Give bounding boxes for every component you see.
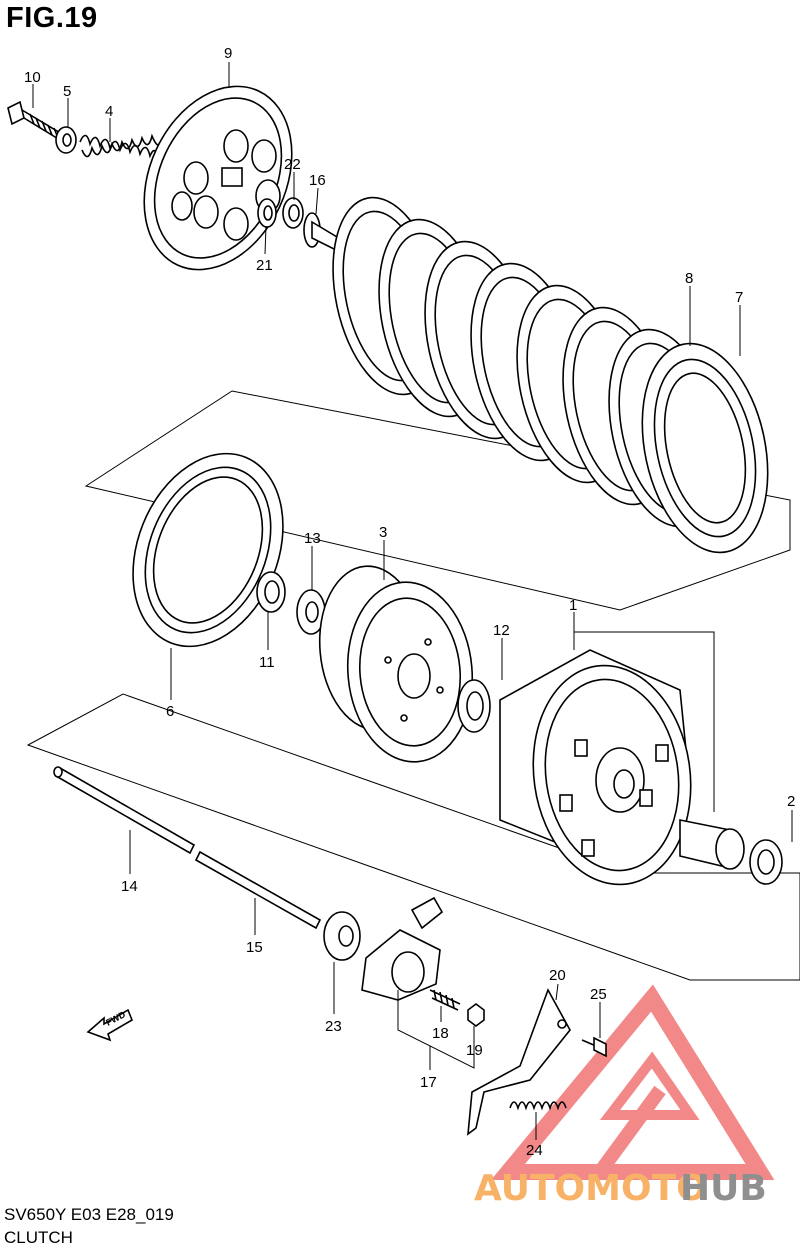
part-24-spring [509, 1101, 567, 1111]
callout-11: 11 [259, 654, 275, 671]
callout-3: 3 [379, 524, 387, 541]
part-6-plate [132, 452, 284, 648]
part-15-push-rod [194, 850, 322, 930]
callout-22: 22 [284, 156, 301, 173]
watermark-text-hub: HUB [680, 1168, 767, 1209]
part-2-washer [749, 839, 783, 885]
leader-lines [32, 62, 793, 1140]
callout-13: 13 [304, 530, 321, 547]
callout-labels: 10 5 4 9 22 16 21 8 7 13 3 11 6 12 1 2 1… [24, 45, 795, 1159]
clutch-plate-stack [332, 196, 769, 554]
callout-9: 9 [224, 45, 232, 62]
callout-12: 12 [493, 622, 510, 639]
part-23-oil-seal [323, 911, 361, 961]
part-14-push-rod [53, 766, 196, 855]
part-12-washer [457, 679, 491, 733]
callout-8: 8 [685, 270, 693, 287]
callout-21: 21 [256, 257, 273, 274]
part-19-nut [467, 1003, 485, 1027]
part-21-washer [257, 198, 277, 228]
callout-25: 25 [590, 986, 607, 1003]
watermark-text-automoto: AUTOMOTO [474, 1168, 707, 1209]
part-1-clutch-basket [499, 649, 692, 886]
callout-5: 5 [63, 83, 71, 100]
part-18-screw [429, 989, 461, 1011]
callout-20: 20 [549, 967, 566, 984]
plates-group-outline [84, 390, 791, 611]
figure-title: FIG.19 [6, 2, 98, 34]
part-3-clutch-hub [318, 565, 474, 763]
part-4-spring [79, 133, 161, 165]
callout-6: 6 [166, 703, 174, 720]
section-name: CLUTCH [4, 1228, 73, 1247]
callout-16: 16 [309, 172, 326, 189]
callout-19: 19 [466, 1042, 483, 1059]
part-1-sleeve [679, 819, 745, 870]
callout-18: 18 [432, 1025, 449, 1042]
part-22-bearing [282, 197, 304, 229]
basket-group-outline [26, 693, 800, 981]
callout-4: 4 [105, 103, 113, 120]
callout-7: 7 [735, 289, 743, 306]
part-9-pressure-plate [143, 85, 293, 271]
part-17-release-cam [361, 896, 444, 1001]
callout-14: 14 [121, 878, 138, 895]
callout-23: 23 [325, 1018, 342, 1035]
part-11-nut [256, 571, 286, 613]
part-5-washer [55, 126, 77, 154]
callout-1: 1 [569, 597, 577, 614]
callout-10: 10 [24, 69, 41, 86]
part-10-bolt [7, 100, 63, 141]
callout-24: 24 [526, 1142, 543, 1159]
part-20-bracket [467, 988, 571, 1136]
part-25-bolt [581, 1036, 607, 1058]
callout-2: 2 [787, 793, 795, 810]
callout-15: 15 [246, 939, 263, 956]
fwd-arrow: FWD [86, 1008, 133, 1042]
model-code: SV650Y E03 E28_019 [4, 1205, 174, 1224]
watermark-logo [490, 984, 775, 1180]
callout-17: 17 [420, 1074, 437, 1091]
